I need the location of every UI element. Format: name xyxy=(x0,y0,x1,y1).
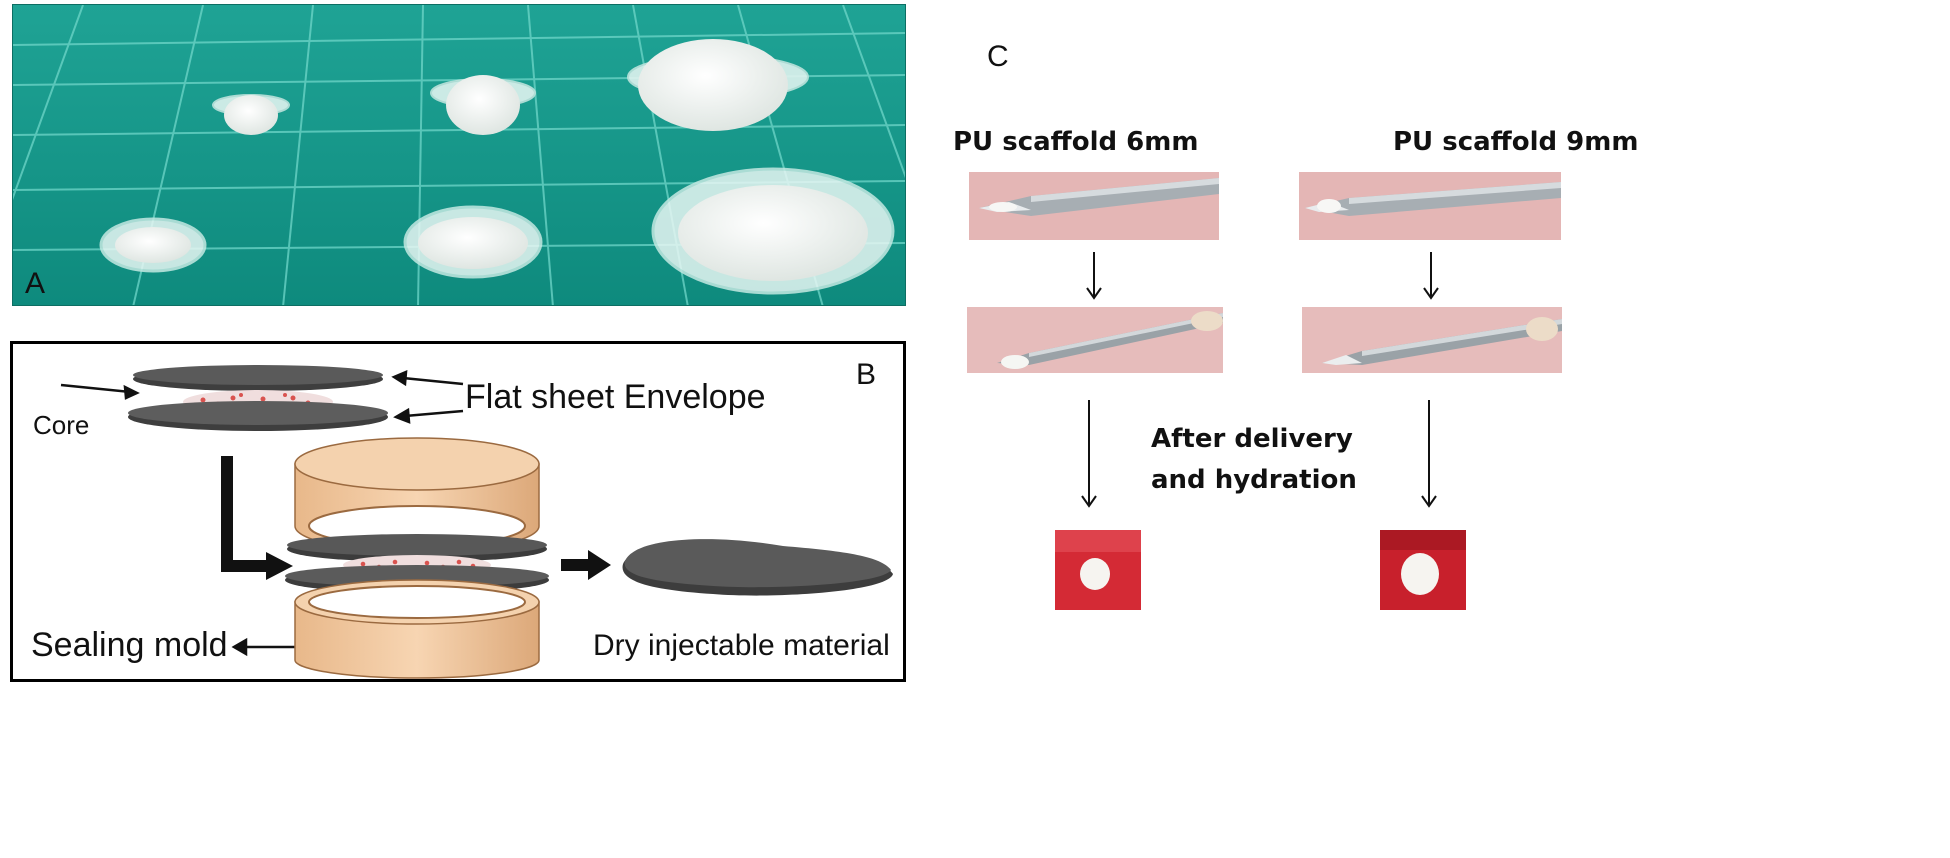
down-arrow-icon xyxy=(1421,252,1441,302)
sealing-mold-label: Sealing mold xyxy=(31,626,228,664)
right-arrow-icon xyxy=(561,550,611,580)
scaffolds-on-grid-photo xyxy=(13,5,905,305)
hydrated-9mm-photo xyxy=(1380,530,1466,610)
down-arrow-icon xyxy=(1419,400,1439,510)
column-left-title: PU scaffold 6mm xyxy=(953,127,1199,157)
fabrication-schematic xyxy=(60,365,893,679)
panel-b-letter: B xyxy=(856,358,877,391)
panel-c-letter: C xyxy=(987,40,1009,73)
scaffold-large-bottom xyxy=(651,167,895,295)
envelope-label: Flat sheet Envelope xyxy=(465,378,766,416)
column-right-title: PU scaffold 9mm xyxy=(1393,127,1639,157)
panel-c-delivery: C PU scaffold 6mm PU scaffold 9mm xyxy=(945,0,1950,858)
scaffold-large-top xyxy=(627,39,809,131)
panel-a-photo: A xyxy=(12,4,906,306)
sealing-mold xyxy=(285,437,549,679)
panel-a-letter: A xyxy=(25,267,46,300)
needle-delivering-6mm-photo xyxy=(967,307,1223,373)
down-arrow-icon xyxy=(1084,252,1104,302)
envelope-assembly xyxy=(128,365,388,431)
scaffold-medium-top xyxy=(430,75,536,135)
scaffold-small-bottom xyxy=(99,217,207,273)
down-arrow-icon xyxy=(1079,400,1099,510)
core-label: Core xyxy=(33,410,90,440)
panel-b-schematic: Core Flat sheet Envelope Sealing mold Dr… xyxy=(10,341,906,682)
dry-material-label: Dry injectable material xyxy=(593,629,890,662)
process-arrow-down-right-icon xyxy=(221,456,293,580)
needle-loaded-9mm-photo xyxy=(1299,172,1561,240)
needle-delivering-9mm-photo xyxy=(1302,307,1562,373)
caption-line-1: After delivery xyxy=(1151,424,1353,454)
needle-loaded-6mm-photo xyxy=(969,172,1219,240)
hydrated-6mm-photo xyxy=(1055,530,1141,610)
scaffold-medium-bottom xyxy=(403,205,543,279)
scaffold-small-top xyxy=(212,94,290,135)
dry-injectable-disc xyxy=(622,539,893,596)
caption-line-2: and hydration xyxy=(1151,465,1357,495)
